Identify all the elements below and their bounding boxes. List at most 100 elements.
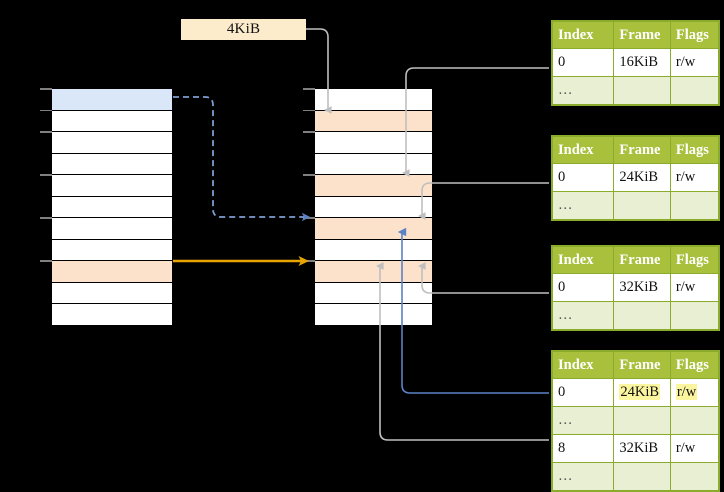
- cell-flags: [669, 406, 720, 435]
- cell-frame: 32KiB: [613, 273, 671, 302]
- cell-index: 0: [551, 273, 615, 302]
- cell-flags: [669, 191, 720, 220]
- row-tick: [303, 109, 315, 111]
- cell-frame: 24KiB: [613, 378, 671, 407]
- virtual-address-space-row: [51, 152, 173, 176]
- column-header-frame: Frame: [613, 136, 671, 164]
- row-tick: [303, 260, 315, 262]
- cell-flags: r/w: [669, 378, 720, 407]
- virtual-address-space-row: [51, 88, 173, 111]
- cell-flags: r/w: [669, 163, 720, 192]
- row-tick: [303, 174, 315, 176]
- table-row-ellipsis: …: [551, 462, 720, 491]
- column-header-index: Index: [551, 351, 615, 379]
- cell-index: 0: [551, 378, 615, 407]
- virtual-address-space-row: [51, 109, 173, 133]
- table-row-ellipsis: …: [551, 406, 720, 435]
- physical-memory-row: [314, 195, 433, 219]
- column-header-flags: Flags: [669, 351, 720, 379]
- cell-index: …: [551, 76, 615, 105]
- connector-pt2-to-frame: [417, 262, 549, 294]
- cell-index: 0: [551, 163, 615, 192]
- column-header-flags: Flags: [669, 21, 720, 49]
- connector-pt3-to-frame: [417, 182, 549, 220]
- column-header-frame: Frame: [613, 246, 671, 274]
- page-size-label: 4KiB: [181, 19, 306, 40]
- cell-flags: r/w: [669, 48, 720, 77]
- row-tick: [303, 131, 315, 133]
- physical-memory-row: [314, 131, 433, 154]
- virtual-address-space-row: [51, 260, 173, 283]
- cell-flags: [669, 462, 720, 491]
- cell-flags: [669, 76, 720, 105]
- virtual-address-space-row: [51, 174, 173, 197]
- row-tick: [303, 88, 315, 90]
- column-header-flags: Flags: [669, 136, 720, 164]
- virtual-address-space-row: [51, 303, 173, 326]
- cell-index: …: [551, 191, 615, 220]
- arrow-virtual-page-to-frame-dashed: [173, 96, 311, 222]
- physical-memory-row: [314, 238, 433, 262]
- physical-memory-row: [314, 303, 433, 326]
- virtual-address-space-row: [51, 281, 173, 305]
- highlighted-value: r/w: [675, 384, 698, 400]
- physical-memory-row: [314, 88, 433, 111]
- column-header-index: Index: [551, 136, 615, 164]
- column-header-frame: Frame: [613, 21, 671, 49]
- table-row-ellipsis: …: [551, 76, 720, 105]
- row-tick: [40, 174, 52, 176]
- cell-flags: [669, 301, 720, 330]
- cell-index: …: [551, 301, 615, 330]
- physical-memory-row: [314, 174, 433, 197]
- virtual-address-space-row: [51, 238, 173, 262]
- table-row-ellipsis: …: [551, 301, 720, 330]
- row-tick: [40, 131, 52, 133]
- physical-memory-row: [314, 109, 433, 133]
- virtual-address-space-row: [51, 195, 173, 219]
- physical-memory-row: [314, 217, 433, 240]
- row-tick: [40, 88, 52, 90]
- column-header-index: Index: [551, 21, 615, 49]
- cell-flags: r/w: [669, 434, 720, 463]
- cell-frame: 32KiB: [613, 434, 671, 463]
- cell-frame: [613, 406, 671, 435]
- cell-index: 8: [551, 434, 615, 463]
- physical-memory-row: [314, 260, 433, 283]
- column-header-flags: Flags: [669, 246, 720, 274]
- highlighted-value: 24KiB: [619, 384, 661, 400]
- column-header-index: Index: [551, 246, 615, 274]
- cell-frame: [613, 462, 671, 491]
- cell-frame: [613, 301, 671, 330]
- physical-memory-row: [314, 152, 433, 176]
- cell-frame: 24KiB: [613, 163, 671, 192]
- row-tick: [303, 217, 315, 219]
- row-tick: [40, 109, 52, 111]
- row-tick: [40, 260, 52, 262]
- table-row-ellipsis: …: [551, 191, 720, 220]
- cell-flags: r/w: [669, 273, 720, 302]
- cell-frame: [613, 76, 671, 105]
- cell-index: …: [551, 462, 615, 491]
- physical-memory-row: [314, 281, 433, 305]
- column-header-frame: Frame: [613, 351, 671, 379]
- virtual-address-space-row: [51, 131, 173, 154]
- cell-frame: [613, 191, 671, 220]
- row-tick: [40, 217, 52, 219]
- virtual-address-space-row: [51, 217, 173, 240]
- cell-index: 0: [551, 48, 615, 77]
- cell-frame: 16KiB: [613, 48, 671, 77]
